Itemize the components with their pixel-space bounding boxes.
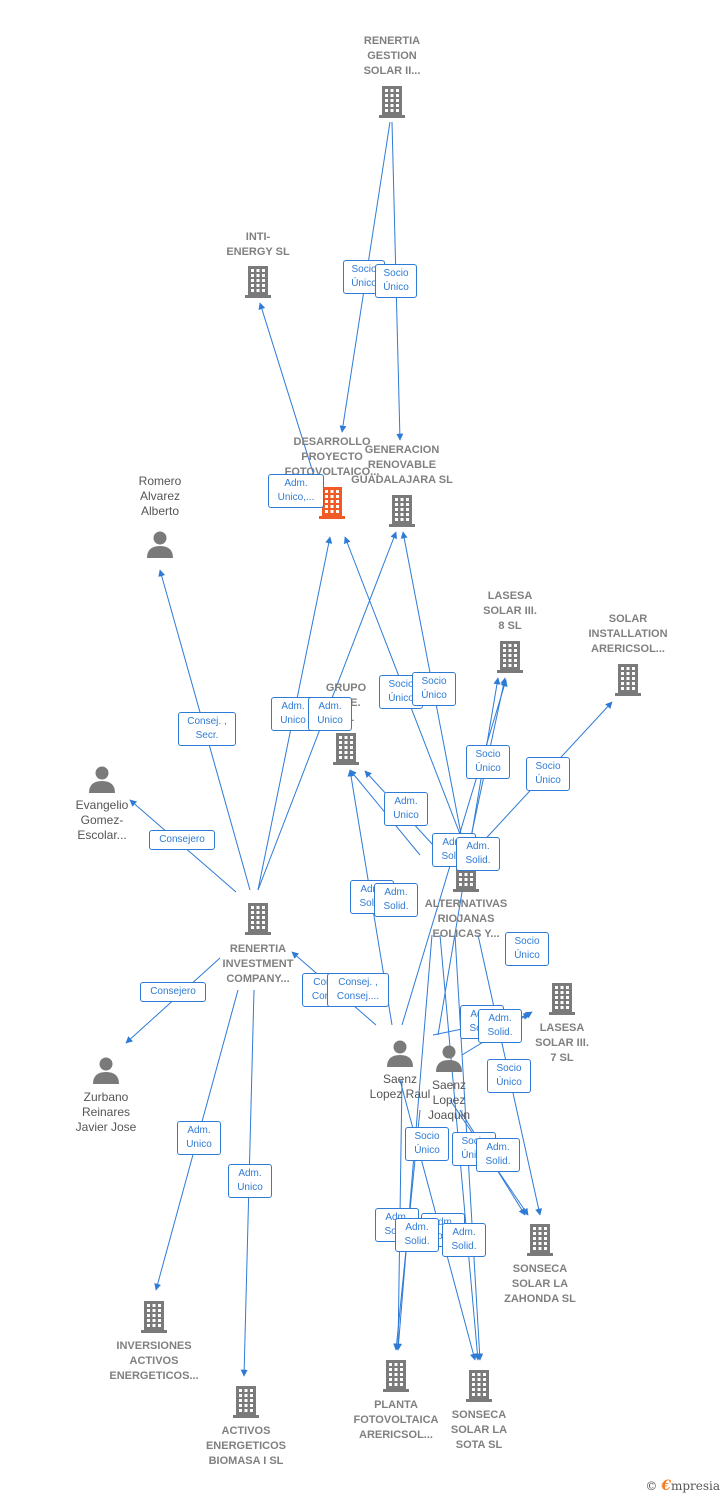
company-label-inversiones[interactable]: INVERSIONES ACTIVOS ENERGETICOS... [109, 1340, 199, 1382]
company-building-icon[interactable] [243, 901, 273, 942]
brand-name: mpresia [670, 1479, 720, 1493]
relation-badge[interactable]: Adm. Solid. [442, 1223, 486, 1257]
company-label-alternativas[interactable]: ALTERNATIVAS RIOJANAS EOLICAS Y... [424, 898, 508, 940]
person-icon[interactable] [385, 1038, 415, 1073]
person-label-romero[interactable]: Romero Alvarez Alberto [138, 474, 182, 518]
relation-badge[interactable]: Socio Único [375, 264, 417, 298]
relation-badge[interactable]: Adm. Solid. [476, 1138, 520, 1172]
relation-badge[interactable]: Adm. Unico [384, 792, 428, 826]
person-label-evangelio[interactable]: Evangelio Gomez- Escolar... [75, 798, 129, 842]
relation-badge[interactable]: Consej. , Secr. [178, 712, 236, 746]
copyright-symbol: © [645, 1479, 658, 1493]
company-label-sonseca-sota[interactable]: SONSECA SOLAR LA SOTA SL [450, 1409, 508, 1451]
relation-badge[interactable]: Consej. , Consej.... [327, 973, 389, 1007]
company-building-icon[interactable] [377, 84, 407, 125]
company-building-icon[interactable] [495, 639, 525, 680]
company-label-renertia-gestion[interactable]: RENERTIA GESTION SOLAR II... [363, 35, 421, 77]
person-icon[interactable] [87, 764, 117, 799]
company-label-renertia-investment[interactable]: RENERTIA INVESTMENT COMPANY... [222, 943, 294, 985]
company-building-icon[interactable] [525, 1222, 555, 1263]
company-label-inti-energy[interactable]: INTI- ENERGY SL [226, 231, 290, 258]
company-label-lasesa7[interactable]: LASESA SOLAR III. 7 SL [535, 1022, 589, 1064]
relation-badge[interactable]: Socio Único [526, 757, 570, 791]
relation-badge[interactable]: Adm. Solid. [374, 883, 418, 917]
company-label-generacion[interactable]: GENERACION RENOVABLE GUADALAJARA SL [351, 444, 453, 486]
relation-badge[interactable]: Socio Único [412, 672, 456, 706]
company-label-planta[interactable]: PLANTA FOTOVOLTAICA ARERICSOL... [353, 1399, 439, 1441]
relation-badge[interactable]: Socio Único [405, 1127, 449, 1161]
relation-badge[interactable]: Adm. Unico [271, 697, 315, 731]
relation-badge[interactable]: Consejero [140, 982, 206, 1002]
company-label-activos-biomasa[interactable]: ACTIVOS ENERGETICOS BIOMASA I SL [205, 1425, 287, 1467]
company-building-icon[interactable] [464, 1368, 494, 1409]
empresia-logo: © €mpresia [645, 1478, 720, 1494]
relation-badge[interactable]: Adm. Unico [177, 1121, 221, 1155]
company-building-icon[interactable] [243, 264, 273, 305]
company-building-icon[interactable] [613, 662, 643, 703]
person-label-saenz-joaquin[interactable]: Saenz Lopez Joaquin [427, 1078, 471, 1122]
company-building-icon[interactable] [317, 485, 347, 526]
relation-badge[interactable]: Socio Único [505, 932, 549, 966]
company-building-icon[interactable] [139, 1299, 169, 1340]
relation-badge[interactable]: Socio Único [466, 745, 510, 779]
relation-badge[interactable]: Adm. Solid. [478, 1009, 522, 1043]
relation-badge[interactable]: Adm. Unico [228, 1164, 272, 1198]
relation-badge[interactable]: Adm. Solid. [395, 1218, 439, 1252]
person-label-saenz-raul[interactable]: Saenz Lopez Raul [369, 1072, 431, 1101]
company-building-icon[interactable] [547, 981, 577, 1022]
relation-edge [258, 302, 321, 496]
company-label-solar-installation[interactable]: SOLAR INSTALLATION ARERICSOL... [588, 613, 668, 655]
company-building-icon[interactable] [331, 731, 361, 772]
company-building-icon[interactable] [381, 1358, 411, 1399]
person-label-zurbano[interactable]: Zurbano Reinares Javier Jose [75, 1090, 137, 1134]
relation-badge[interactable]: Adm. Unico,... [268, 474, 324, 508]
company-label-lasesa8[interactable]: LASESA SOLAR III. 8 SL [483, 590, 537, 632]
company-building-icon[interactable] [231, 1384, 261, 1425]
relation-badge[interactable]: Consejero [149, 830, 215, 850]
person-icon[interactable] [91, 1055, 121, 1090]
relation-badge[interactable]: Socio Único [487, 1059, 531, 1093]
relation-badge[interactable]: Adm. Solid. [456, 837, 500, 871]
relation-badge[interactable]: Adm. Unico [308, 697, 352, 731]
company-building-icon[interactable] [387, 493, 417, 534]
person-icon[interactable] [434, 1043, 464, 1078]
brand-initial: € [661, 1478, 671, 1494]
person-icon[interactable] [145, 529, 175, 564]
company-label-sonseca-zahonda[interactable]: SONSECA SOLAR LA ZAHONDA SL [504, 1263, 576, 1305]
